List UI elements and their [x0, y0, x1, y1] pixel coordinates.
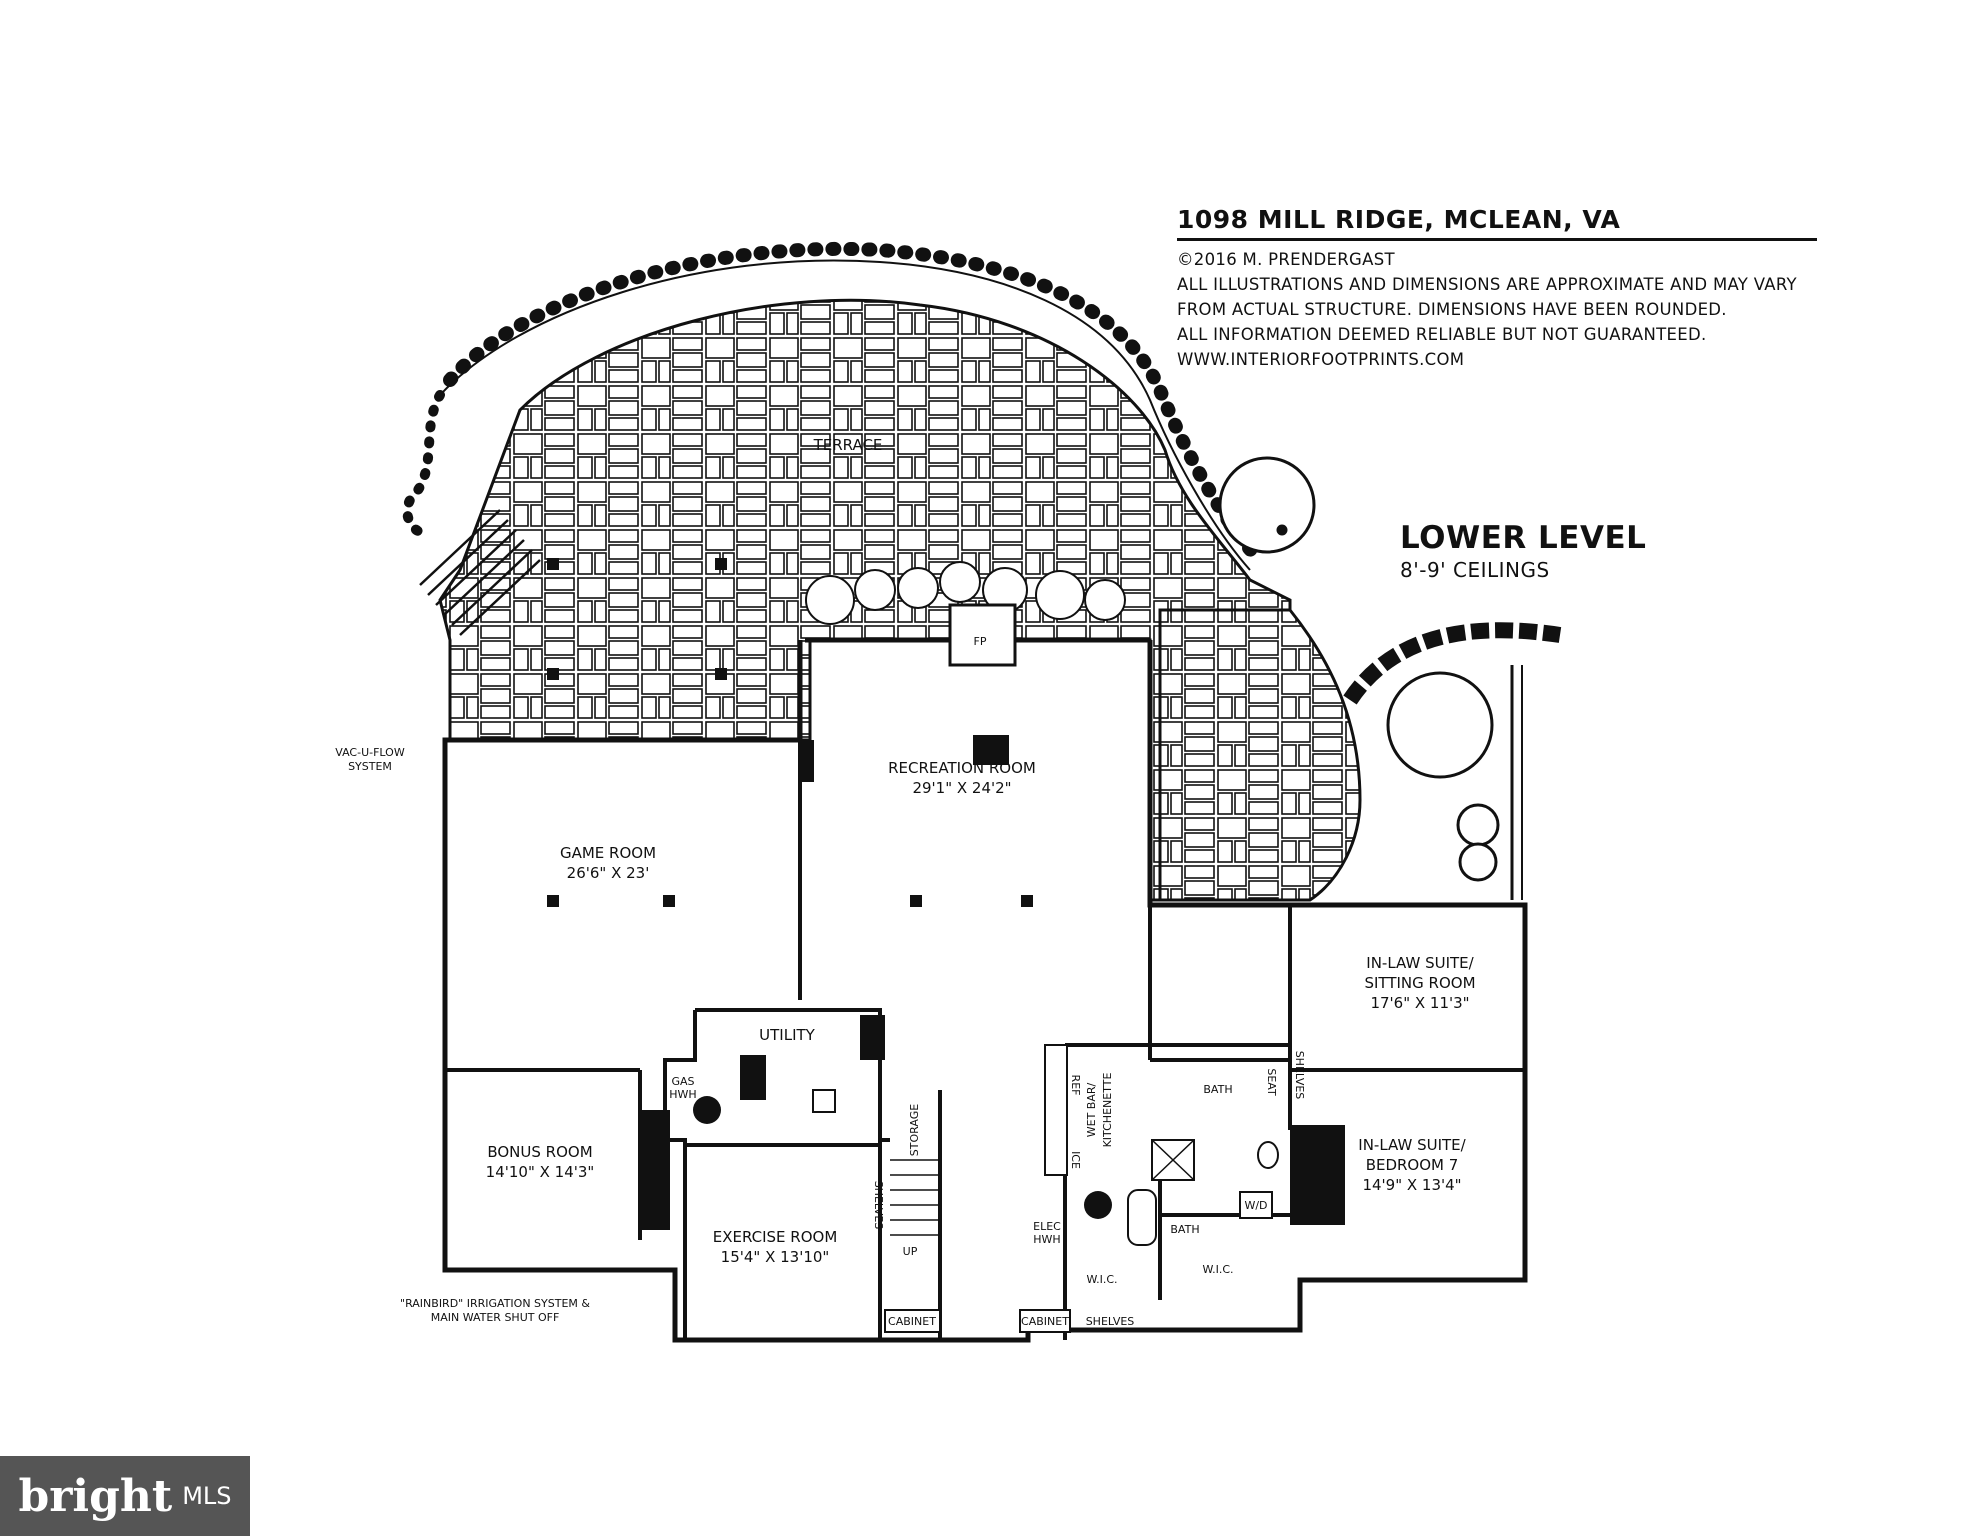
storage-label: STORAGE: [908, 1104, 921, 1156]
fireplace-icon: [948, 603, 1017, 667]
utility-label: UTILITY: [759, 1026, 816, 1044]
gas-label-1: GAS: [671, 1075, 694, 1088]
front-shrubs: [805, 561, 1126, 625]
wd-box-icon: [1239, 1191, 1273, 1219]
inlaw-bedroom-line-1: IN-LAW SUITE/: [1358, 1136, 1466, 1154]
wic-label-2: W.I.C.: [1202, 1263, 1233, 1276]
wet-bar-label-2: KITCHENETTE: [1101, 1073, 1114, 1148]
equipment-box-icon: [812, 1089, 836, 1113]
inlaw-sitting-line-1: IN-LAW SUITE/: [1366, 954, 1474, 972]
gas-label-2: HWH: [669, 1088, 696, 1101]
columns: [547, 558, 1033, 907]
bonus-room-name: BONUS ROOM: [487, 1143, 592, 1161]
exercise-room-dim: 15'4" X 13'10": [721, 1248, 830, 1266]
terrace-steps: [419, 509, 541, 636]
shrub-border: [443, 241, 1267, 567]
level-ceilings: 8'-9' CEILINGS: [1400, 558, 1550, 582]
terrace-right-paving: [1158, 608, 1362, 902]
fp-label: FP: [974, 635, 987, 648]
website-line: WWW.INTERIORFOOTPRINTS.COM: [1177, 350, 1465, 369]
tree-1: [1218, 456, 1316, 554]
logo-word: bright: [18, 1470, 173, 1522]
elec-label-2: HWH: [1033, 1233, 1060, 1246]
disclaimer-line-2: FROM ACTUAL STRUCTURE. DIMENSIONS HAVE B…: [1177, 300, 1727, 319]
vac-label-1: VAC-U-FLOW: [335, 746, 405, 759]
exercise-room-name: EXERCISE ROOM: [713, 1228, 838, 1246]
wet-bar-label-1: WET BAR/: [1085, 1082, 1098, 1137]
seat-label: SEAT: [1265, 1068, 1278, 1096]
bath-label-1: BATH: [1203, 1083, 1232, 1096]
inlaw-bedroom-line-2: BEDROOM 7: [1366, 1156, 1459, 1174]
solid-walls: [640, 735, 1345, 1230]
game-room-name: GAME ROOM: [560, 844, 656, 862]
shrub-border-outline: [439, 259, 1251, 571]
cabinet-label-2: CABINET: [1021, 1315, 1069, 1328]
interior-stairs: [890, 1159, 940, 1236]
elec-hwh-icon: [1084, 1191, 1112, 1219]
property-address: 1098 MILL RIDGE, MCLEAN, VA: [1177, 205, 1817, 241]
inlaw-sitting-dim: 17'6" X 11'3": [1370, 994, 1469, 1012]
tub-icon: [1127, 1189, 1157, 1246]
cabinet-left: [884, 1309, 941, 1333]
plan-header: 1098 MILL RIDGE, MCLEAN, VA ©2016 M. PRE…: [1177, 205, 1817, 372]
logo-suffix: MLS: [182, 1482, 232, 1510]
wic-label-1: W.I.C.: [1086, 1273, 1117, 1286]
bright-mls-logo: bright MLS: [0, 1456, 250, 1536]
rainbird-label-2: MAIN WATER SHUT OFF: [431, 1311, 560, 1324]
up-label: UP: [903, 1245, 918, 1258]
shelves-label-exercise: SHELVES: [872, 1181, 885, 1230]
vac-label-2: SYSTEM: [348, 760, 392, 773]
disclaimer-block: ©2016 M. PRENDERGAST ALL ILLUSTRATIONS A…: [1177, 247, 1817, 372]
disclaimer-line-1: ALL ILLUSTRATIONS AND DIMENSIONS ARE APP…: [1177, 275, 1797, 294]
cabinet-right: [1019, 1309, 1071, 1333]
game-room-dim: 26'6" X 23': [567, 864, 650, 882]
ref-label: REF: [1069, 1075, 1082, 1096]
tree-2: [1386, 671, 1500, 882]
interior-walls: [445, 740, 1525, 1340]
terrace-label: TERRACE: [813, 436, 883, 454]
recreation-room-name: RECREATION ROOM: [888, 759, 1036, 777]
level-title: LOWER LEVEL: [1400, 520, 1647, 556]
bath-label-2: BATH: [1170, 1223, 1199, 1236]
inlaw-bedroom-dim: 14'9" X 13'4": [1362, 1176, 1461, 1194]
inlaw-sitting-line-2: SITTING ROOM: [1364, 974, 1475, 992]
elec-label-1: ELEC: [1033, 1220, 1061, 1233]
recreation-room-dim: 29'1" X 24'2": [912, 779, 1011, 797]
shrub-left: [402, 390, 445, 538]
toilet-icon: [1257, 1141, 1279, 1169]
bar-counter: [1044, 1044, 1068, 1176]
bonus-room-dim: 14'10" X 14'3": [486, 1163, 595, 1181]
shelves-label-suite: SHELVES: [1293, 1051, 1306, 1100]
shelves-label-bottom: SHELVES: [1086, 1315, 1135, 1328]
wd-label: W/D: [1244, 1199, 1267, 1212]
gas-hwh-icon: [693, 1096, 721, 1124]
rainbird-label-1: "RAINBIRD" IRRIGATION SYSTEM &: [400, 1297, 590, 1310]
cabinet-label-1: CABINET: [888, 1315, 936, 1328]
copyright-line: ©2016 M. PRENDERGAST: [1177, 250, 1395, 269]
garden-arc: [1343, 622, 1562, 705]
disclaimer-line-3: ALL INFORMATION DEEMED RELIABLE BUT NOT …: [1177, 325, 1707, 344]
ice-label: ICE: [1069, 1151, 1082, 1169]
